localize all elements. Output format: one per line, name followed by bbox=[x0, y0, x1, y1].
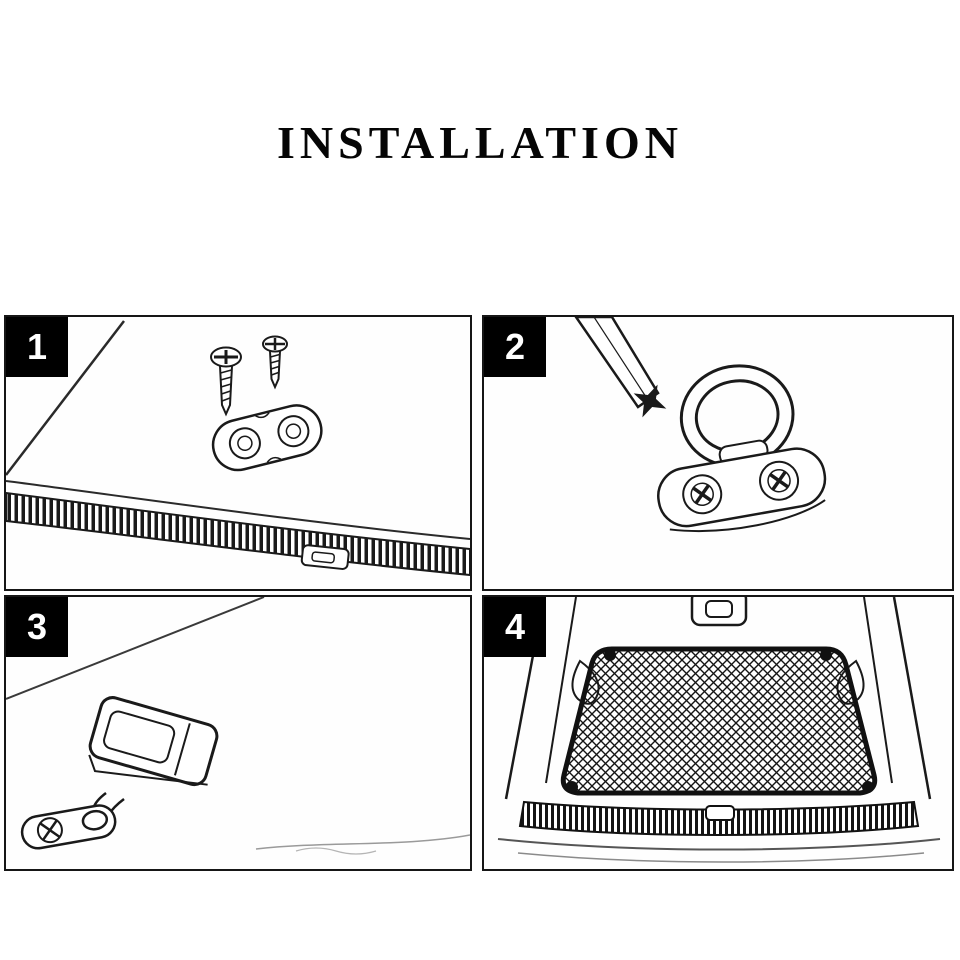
sill-latch-detail bbox=[300, 544, 350, 570]
ground-squiggle bbox=[295, 847, 377, 855]
step-panel-2: 2 bbox=[482, 315, 954, 591]
floor-anchor-icon bbox=[20, 804, 117, 850]
screws-and-anchor-plate-illustration bbox=[6, 320, 470, 577]
ring-anchor-icon bbox=[657, 364, 827, 532]
step-panel-4: 4 bbox=[482, 595, 954, 871]
hook-on-anchor-illustration bbox=[6, 597, 470, 855]
anchor-plate-icon bbox=[211, 404, 323, 472]
step-4-number-badge: 4 bbox=[484, 597, 546, 657]
ribbed-sill-band bbox=[6, 491, 470, 577]
trunk-mat-edge-line bbox=[6, 320, 125, 476]
bumper-line bbox=[517, 852, 925, 863]
screw-icon bbox=[262, 335, 288, 390]
screwdriver-ring-anchor-illustration bbox=[574, 317, 827, 532]
floor-line bbox=[255, 834, 470, 850]
sill-upper-line bbox=[6, 480, 470, 540]
screwdriver-icon bbox=[574, 317, 667, 418]
cargo-net-in-trunk-illustration bbox=[497, 597, 941, 863]
page-title: INSTALLATION bbox=[277, 117, 683, 168]
step-panel-3: 3 bbox=[4, 595, 472, 871]
screw-icon bbox=[210, 346, 242, 417]
step-2-number-badge: 2 bbox=[484, 317, 546, 377]
net-hook-buckle-icon bbox=[88, 696, 219, 787]
steps-grid: 1 bbox=[4, 315, 954, 871]
step-3-number-badge: 3 bbox=[6, 597, 68, 657]
cargo-net-icon bbox=[560, 646, 878, 796]
sill-latch-detail bbox=[705, 805, 735, 821]
step-panel-1: 1 bbox=[4, 315, 472, 591]
step-1-number-badge: 1 bbox=[6, 317, 68, 377]
bumper-line bbox=[497, 838, 941, 851]
trunk-latch-icon bbox=[690, 597, 748, 627]
trunk-edge-line bbox=[6, 597, 265, 700]
